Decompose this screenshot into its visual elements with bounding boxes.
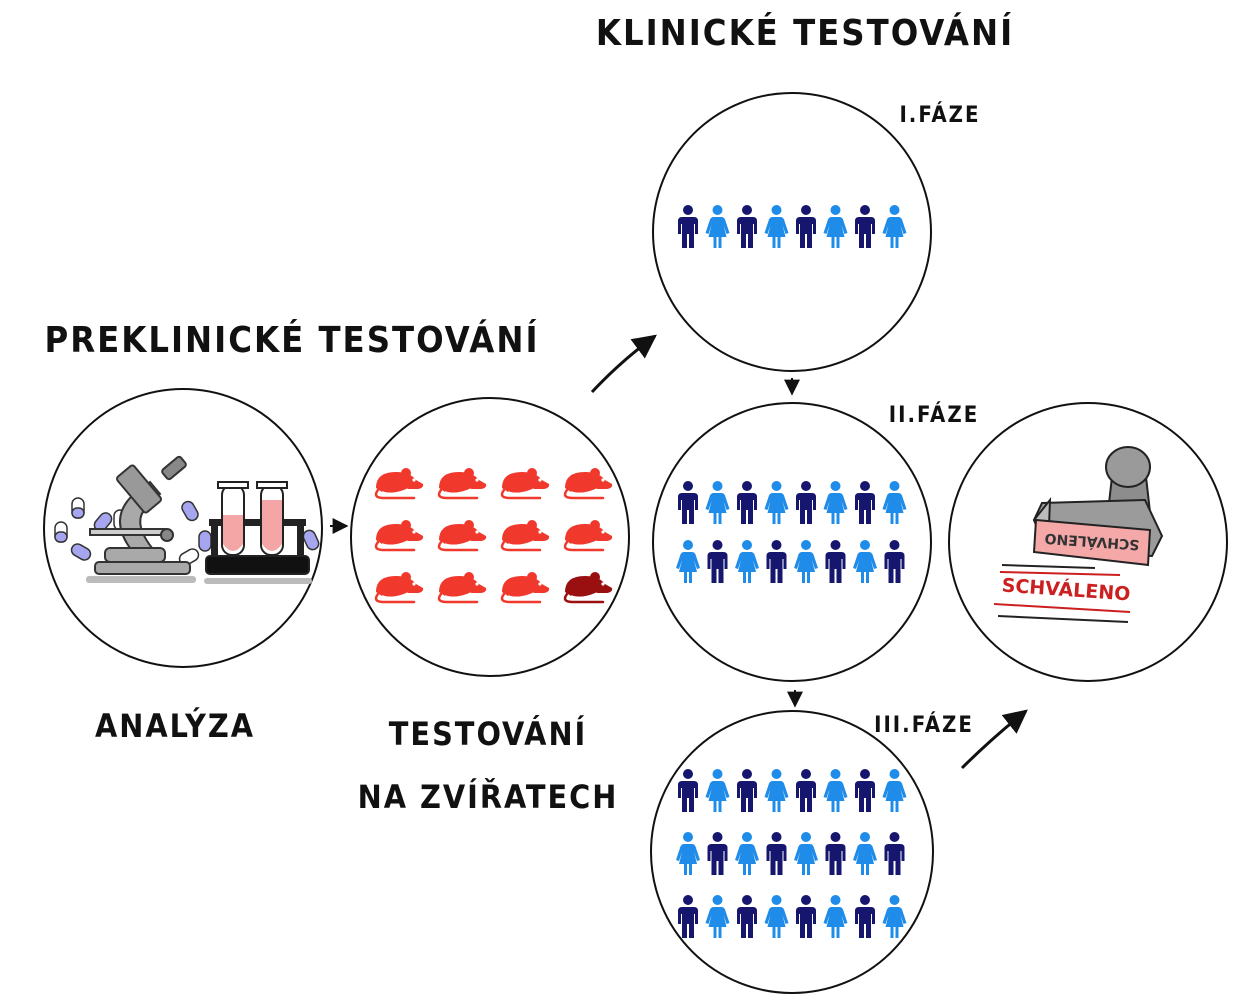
woman-icon bbox=[705, 481, 730, 524]
arrow-phase3-to-approval bbox=[960, 709, 1028, 770]
approval-circle bbox=[948, 402, 1228, 682]
woman-icon bbox=[882, 895, 907, 938]
rat-icon bbox=[500, 572, 550, 604]
man-icon bbox=[766, 540, 787, 583]
man-icon bbox=[825, 540, 846, 583]
man-icon bbox=[796, 769, 816, 812]
pills-icon bbox=[54, 497, 320, 566]
microscope-icon bbox=[86, 455, 196, 583]
man-icon bbox=[737, 769, 757, 812]
rat-icon bbox=[500, 468, 550, 500]
woman-icon bbox=[823, 769, 848, 812]
rat-icon bbox=[563, 520, 613, 552]
arrow-animals-to-phase1 bbox=[590, 334, 657, 394]
rat-icon bbox=[563, 572, 613, 604]
woman-icon bbox=[705, 769, 730, 812]
man-icon bbox=[855, 481, 875, 524]
analysis-circle bbox=[43, 388, 323, 668]
man-icon bbox=[855, 769, 875, 812]
rat-icon bbox=[437, 572, 487, 604]
woman-icon bbox=[735, 540, 759, 583]
rat-grid bbox=[374, 468, 613, 604]
man-icon bbox=[678, 205, 698, 248]
woman-icon bbox=[676, 832, 700, 875]
rat-icon bbox=[437, 468, 487, 500]
rubber-stamp-icon: SCHVÁLENO SCHVÁLENO bbox=[993, 446, 1164, 623]
woman-icon bbox=[823, 481, 848, 524]
man-icon bbox=[855, 205, 875, 248]
rat-icon bbox=[374, 520, 424, 552]
phase1-label: I.FÁZE bbox=[899, 102, 980, 128]
phase3-label: III.FÁZE bbox=[874, 712, 974, 738]
man-icon bbox=[707, 540, 728, 583]
phase2-circle bbox=[652, 402, 932, 682]
animal-caption-line1: TESTOVÁNÍ bbox=[389, 715, 587, 753]
phase3-circle bbox=[650, 710, 934, 994]
man-icon bbox=[737, 481, 757, 524]
phase3-participants bbox=[676, 769, 907, 938]
woman-icon bbox=[882, 769, 907, 812]
phase2-label: II.FÁZE bbox=[889, 402, 979, 428]
animal-testing-circle bbox=[350, 397, 630, 677]
rat-icon bbox=[374, 468, 424, 500]
rat-icon bbox=[563, 468, 613, 500]
woman-icon bbox=[764, 205, 789, 248]
woman-icon bbox=[735, 832, 759, 875]
woman-icon bbox=[794, 832, 818, 875]
phase1-circle bbox=[652, 92, 932, 372]
man-icon bbox=[796, 481, 816, 524]
woman-icon bbox=[882, 205, 907, 248]
man-icon bbox=[737, 205, 757, 248]
woman-icon bbox=[764, 895, 789, 938]
man-icon bbox=[825, 832, 846, 875]
stamp-imprint-text: SCHVÁLENO bbox=[1001, 574, 1131, 606]
man-icon bbox=[678, 481, 698, 524]
man-icon bbox=[796, 895, 816, 938]
phase1-participants bbox=[678, 205, 907, 248]
rat-icon bbox=[374, 572, 424, 604]
woman-icon bbox=[705, 205, 730, 248]
woman-icon bbox=[764, 769, 789, 812]
woman-icon bbox=[676, 540, 700, 583]
animal-caption-line2: NA ZVÍŘATECH bbox=[358, 778, 619, 816]
woman-icon bbox=[853, 540, 877, 583]
stamp-block-text: SCHVÁLENO bbox=[1044, 530, 1140, 554]
woman-icon bbox=[823, 895, 848, 938]
rat-icon bbox=[437, 520, 487, 552]
preclinical-testing-title: PREKLINICKÉ TESTOVÁNÍ bbox=[44, 319, 539, 361]
man-icon bbox=[884, 540, 905, 583]
woman-icon bbox=[853, 832, 877, 875]
man-icon bbox=[678, 769, 698, 812]
man-icon bbox=[766, 832, 787, 875]
analysis-caption: ANALÝZA bbox=[95, 707, 255, 745]
man-icon bbox=[855, 895, 875, 938]
rat-icon bbox=[500, 520, 550, 552]
woman-icon bbox=[794, 540, 818, 583]
clinical-testing-title: KLINICKÉ TESTOVÁNÍ bbox=[596, 12, 1014, 54]
test-tubes-icon bbox=[204, 481, 312, 584]
phase2-participants bbox=[676, 481, 907, 583]
man-icon bbox=[707, 832, 728, 875]
woman-icon bbox=[882, 481, 907, 524]
woman-icon bbox=[764, 481, 789, 524]
lab-illustration bbox=[54, 455, 320, 584]
woman-icon bbox=[823, 205, 848, 248]
man-icon bbox=[884, 832, 905, 875]
man-icon bbox=[678, 895, 698, 938]
man-icon bbox=[737, 895, 757, 938]
man-icon bbox=[796, 205, 816, 248]
woman-icon bbox=[705, 895, 730, 938]
